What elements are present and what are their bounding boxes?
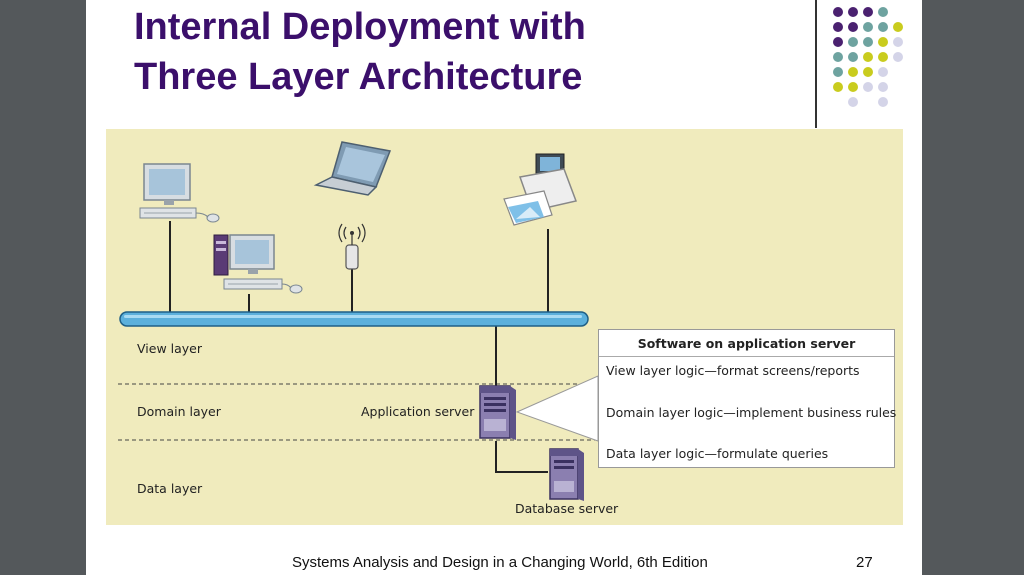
photo-printer-icon (503, 153, 578, 226)
diagram-graphics (118, 141, 706, 501)
decorative-dots (833, 7, 903, 107)
laptop-icon (313, 141, 392, 196)
application-server-icon (479, 385, 516, 440)
desktop-computer-icon (139, 163, 220, 223)
title-divider (815, 0, 817, 128)
software-box-divider (599, 356, 894, 357)
domain-layer-logic: Domain layer logic—implement business ru… (606, 405, 897, 420)
desktop-tower-computer-icon (213, 234, 303, 294)
network-bus (119, 311, 589, 327)
slide-title: Internal Deployment with Three Layer Arc… (134, 2, 586, 102)
title-line-1: Internal Deployment with (134, 6, 586, 48)
view-layer-logic: View layer logic—format screens/reports (606, 363, 860, 378)
page-number: 27 (856, 554, 873, 571)
wireless-access-point-icon (338, 223, 366, 270)
slide-footer: Systems Analysis and Design in a Changin… (292, 554, 708, 571)
data-layer-label: Data layer (137, 481, 203, 496)
db-server-link (495, 441, 548, 473)
dot-grid (833, 7, 903, 107)
server-callout-wedge (515, 375, 599, 442)
data-layer-logic: Data layer logic—formulate queries (606, 446, 829, 461)
application-server-label: Application server (361, 404, 475, 419)
database-server-icon (549, 448, 584, 501)
domain-layer-label: Domain layer (137, 404, 221, 419)
software-box-header: Software on application server (637, 336, 856, 351)
database-server-label: Database server (515, 501, 619, 516)
title-line-2: Three Layer Architecture (134, 56, 583, 98)
view-layer-label: View layer (137, 341, 202, 356)
software-on-app-server-box: Software on application server View laye… (598, 329, 896, 468)
